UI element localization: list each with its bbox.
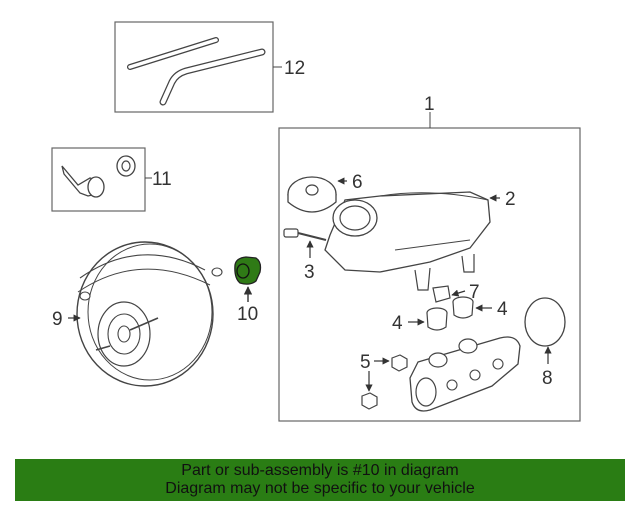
master-cylinder [409,336,521,412]
valve-group-11 [51,147,152,212]
brake-booster [76,241,223,387]
nut-upper [391,354,408,372]
callout-4-left[interactable]: 4 [392,313,403,334]
callout-11[interactable]: 11 [152,169,172,190]
callout-1[interactable]: 1 [424,94,435,115]
level-sensor [283,228,327,241]
callout-12[interactable]: 12 [284,58,305,79]
callout-10[interactable]: 10 [237,304,258,325]
callout-5[interactable]: 5 [360,352,371,373]
callout-7[interactable]: 7 [469,282,480,303]
banner-line-2: Diagram may not be specific to your vehi… [165,480,475,497]
callout-9[interactable]: 9 [52,309,63,330]
banner-line-1: Part or sub-assembly is #10 in diagram [181,462,459,479]
callout-3[interactable]: 3 [304,262,315,283]
reservoir-clip [432,285,451,303]
callout-4-right[interactable]: 4 [497,299,508,320]
grommet [116,155,136,177]
highlighted-part-10[interactable] [234,256,262,285]
callout-6[interactable]: 6 [352,172,363,193]
callout-2[interactable]: 2 [505,189,516,210]
nut-lower [361,392,378,410]
parts-diagram: 12 11 1 6 2 3 7 [51,21,581,422]
seal-grommet-a [426,307,448,331]
fluid-reservoir [324,191,491,291]
cap-seal [524,297,566,347]
reservoir-cap [287,176,337,213]
info-banner: Part or sub-assembly is #10 in diagram D… [15,459,625,501]
valve-box [51,147,146,212]
callout-8[interactable]: 8 [542,368,553,389]
seal-grommet-b [452,296,474,319]
hose-group-12 [114,21,282,113]
